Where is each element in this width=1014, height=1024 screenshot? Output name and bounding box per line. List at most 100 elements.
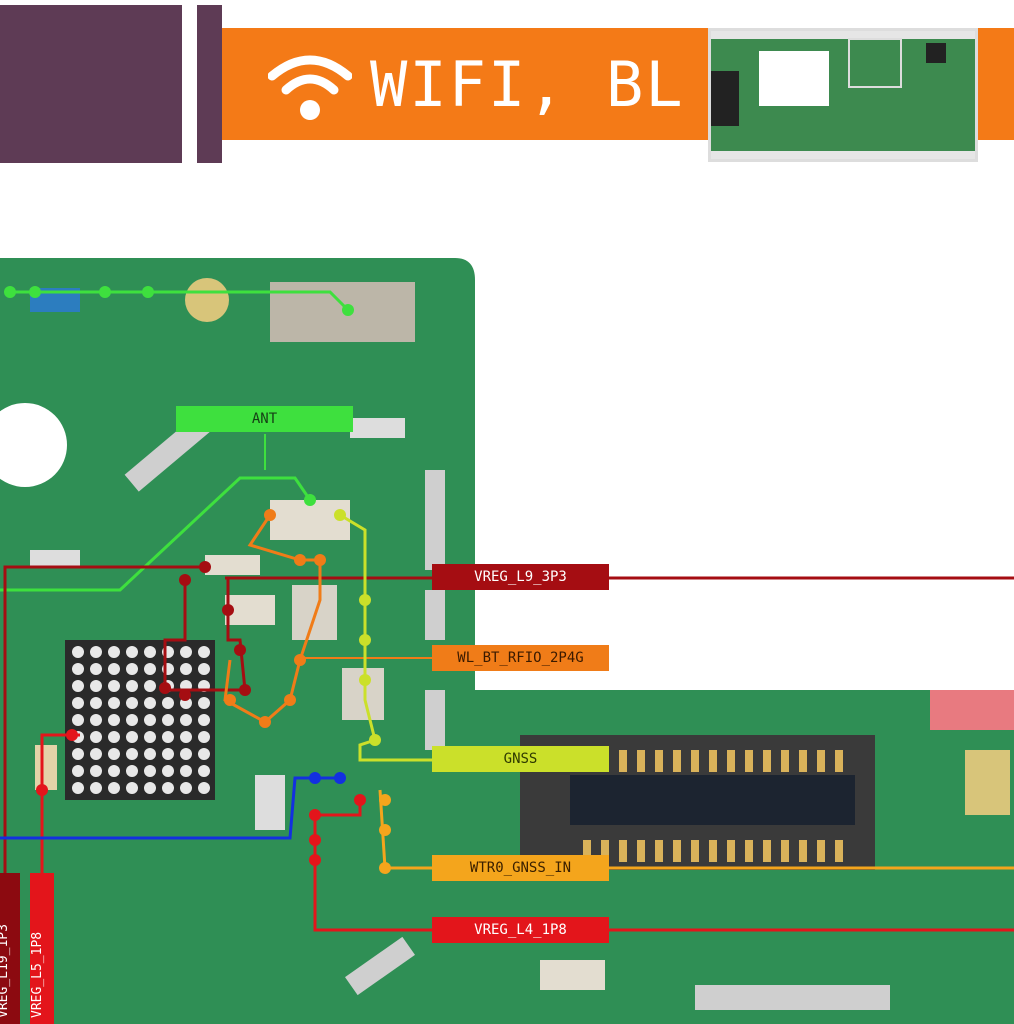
trace-test-point bbox=[359, 674, 371, 686]
bga-ball bbox=[198, 731, 210, 743]
connector-pin bbox=[655, 840, 663, 862]
bga-ball bbox=[180, 714, 192, 726]
net-label-vreg-l19-1p3[interactable]: VREG_L19_1P3 bbox=[0, 873, 20, 1024]
trace-test-point bbox=[239, 684, 251, 696]
connector-pin bbox=[637, 750, 645, 772]
bga-ball bbox=[198, 663, 210, 675]
bga-ball bbox=[72, 697, 84, 709]
bga-ball bbox=[90, 697, 102, 709]
trace-test-point bbox=[379, 824, 391, 836]
net-label-ant[interactable]: ANT bbox=[176, 406, 353, 432]
pink-pad bbox=[930, 690, 1014, 730]
bga-ball bbox=[198, 646, 210, 658]
connector-pin bbox=[709, 750, 717, 772]
bga-ball bbox=[90, 731, 102, 743]
page-title: WIFI, BL bbox=[370, 48, 685, 121]
trace-test-point bbox=[309, 809, 321, 821]
bga-ball bbox=[72, 646, 84, 658]
trace-test-point bbox=[354, 794, 366, 806]
bga-ball bbox=[144, 748, 156, 760]
bga-ball bbox=[90, 663, 102, 675]
connector-pin bbox=[673, 750, 681, 772]
bga-ball bbox=[126, 765, 138, 777]
trace-test-point bbox=[309, 772, 321, 784]
bga-ball bbox=[198, 748, 210, 760]
trace-test-point bbox=[334, 509, 346, 521]
trace-test-point bbox=[314, 554, 326, 566]
purple-block bbox=[0, 5, 182, 163]
bga-ball bbox=[180, 646, 192, 658]
trace-test-point bbox=[294, 554, 306, 566]
net-label-vreg-l9-3p3[interactable]: VREG_L9_3P3 bbox=[432, 564, 609, 590]
trace-test-point bbox=[179, 689, 191, 701]
connector-pin bbox=[691, 840, 699, 862]
connector-pin bbox=[799, 840, 807, 862]
bga-ball bbox=[126, 680, 138, 692]
bga-ball bbox=[126, 663, 138, 675]
bga-ball bbox=[126, 748, 138, 760]
bga-ball bbox=[72, 765, 84, 777]
wifi-icon bbox=[268, 55, 352, 120]
connector-pin bbox=[691, 750, 699, 772]
net-label-wl-bt-rfio[interactable]: WL_BT_RFIO_2P4G bbox=[432, 645, 609, 671]
net-label-wtr0-gnss-in[interactable]: WTR0_GNSS_IN bbox=[432, 855, 609, 881]
net-label-gnss[interactable]: GNSS bbox=[432, 746, 609, 772]
bga-ball bbox=[108, 731, 120, 743]
bga-ball bbox=[162, 697, 174, 709]
connector-pin bbox=[619, 750, 627, 772]
bga-ball bbox=[108, 680, 120, 692]
bga-ball bbox=[108, 697, 120, 709]
ant-trace bbox=[0, 476, 312, 592]
bga-ball bbox=[144, 731, 156, 743]
trace-test-point bbox=[159, 682, 171, 694]
bga-ball bbox=[108, 714, 120, 726]
connector-pin bbox=[583, 840, 591, 862]
bga-ball bbox=[180, 748, 192, 760]
bga-ball bbox=[180, 731, 192, 743]
bga-ball bbox=[162, 782, 174, 794]
mounting-hole bbox=[0, 403, 67, 487]
bga-ball bbox=[198, 714, 210, 726]
bga-ball bbox=[144, 646, 156, 658]
board-minimap[interactable] bbox=[708, 28, 978, 162]
connector-pin bbox=[637, 840, 645, 862]
bga-ball bbox=[72, 748, 84, 760]
trace-test-point bbox=[66, 729, 78, 741]
connector-pin bbox=[835, 750, 843, 772]
trace-test-point bbox=[359, 634, 371, 646]
bga-balls bbox=[72, 646, 210, 794]
bga-ball bbox=[198, 782, 210, 794]
connector-pin bbox=[709, 840, 717, 862]
trace-test-point bbox=[29, 286, 41, 298]
net-label-vreg-l4-1p8[interactable]: VREG_L4_1P8 bbox=[432, 917, 609, 943]
bga-ball bbox=[72, 714, 84, 726]
trace-test-point bbox=[294, 654, 306, 666]
vreg-l9-trace bbox=[163, 578, 247, 692]
bga-ball bbox=[90, 765, 102, 777]
connector-pin bbox=[601, 840, 609, 862]
trace-test-point bbox=[224, 694, 236, 706]
trace-test-point bbox=[142, 286, 154, 298]
bga-ball bbox=[126, 731, 138, 743]
connector-pin bbox=[745, 750, 753, 772]
bga-ball bbox=[180, 663, 192, 675]
connector-pin bbox=[799, 750, 807, 772]
bga-ball bbox=[108, 782, 120, 794]
connector-pin bbox=[673, 840, 681, 862]
connector-pin bbox=[745, 840, 753, 862]
connector-pin bbox=[781, 840, 789, 862]
trace-test-point bbox=[234, 644, 246, 656]
bga-ball bbox=[126, 646, 138, 658]
bga-ball bbox=[126, 714, 138, 726]
bga-ball bbox=[198, 697, 210, 709]
trace-test-point bbox=[284, 694, 296, 706]
trace-test-point bbox=[222, 604, 234, 616]
bga-ball bbox=[108, 646, 120, 658]
net-label-vreg-l5-1p8[interactable]: VREG_L5_1P8 bbox=[30, 873, 54, 1024]
bga-ball bbox=[180, 782, 192, 794]
trace-test-point bbox=[369, 734, 381, 746]
bga-ball bbox=[162, 765, 174, 777]
bga-ball bbox=[108, 663, 120, 675]
bga-ball bbox=[90, 748, 102, 760]
